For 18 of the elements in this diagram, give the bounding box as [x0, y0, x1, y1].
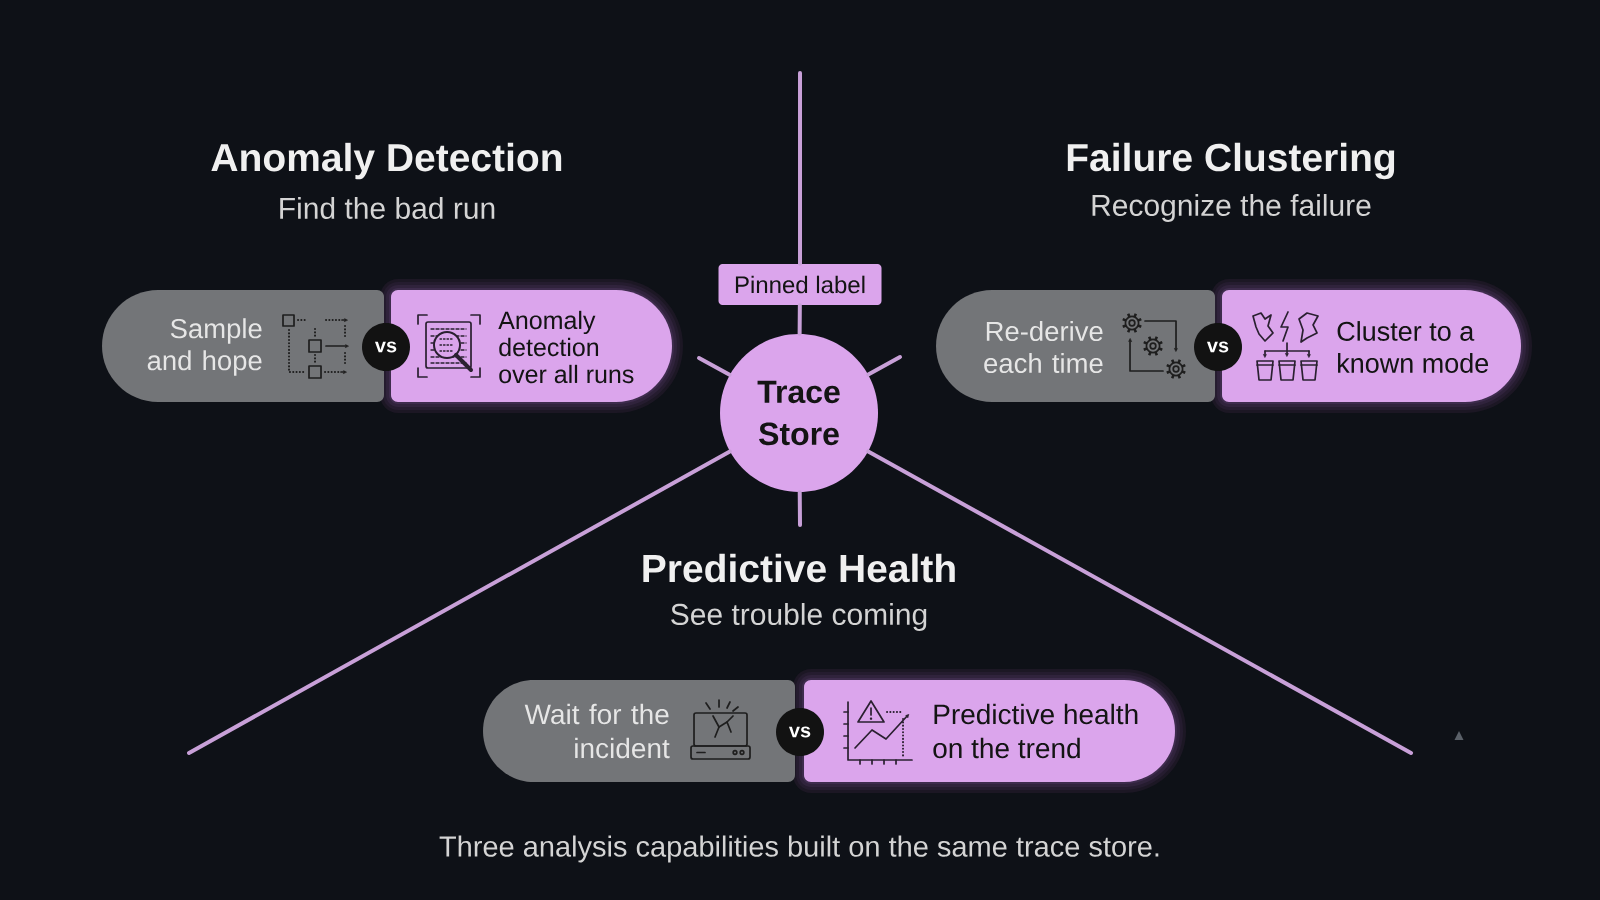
- vs-badge: vs: [1194, 323, 1242, 371]
- spoke-line: [797, 303, 802, 336]
- label-tag: Pinned label: [718, 264, 882, 305]
- section-heading: Predictive Health: [643, 553, 955, 583]
- section-heading: Anomaly Detection: [211, 142, 562, 180]
- caption: Three analysis capabilities built on the same trace store.: [439, 835, 1159, 863]
- section-subheading: Find the bad run: [280, 197, 495, 219]
- vs-badge: vs: [362, 323, 410, 371]
- section-subheading: Recognize the failure: [1092, 194, 1371, 222]
- spoke-line: [798, 71, 802, 266]
- spoke-line: [866, 355, 902, 377]
- spoke-line: [797, 490, 802, 527]
- spoke-line: [697, 356, 732, 377]
- section-subheading: See trouble coming: [671, 603, 927, 631]
- spoke-line: [866, 449, 1413, 755]
- spoke-line: [187, 449, 732, 755]
- section-heading: Failure Clustering: [1067, 142, 1395, 180]
- vs-badge: vs: [776, 708, 824, 756]
